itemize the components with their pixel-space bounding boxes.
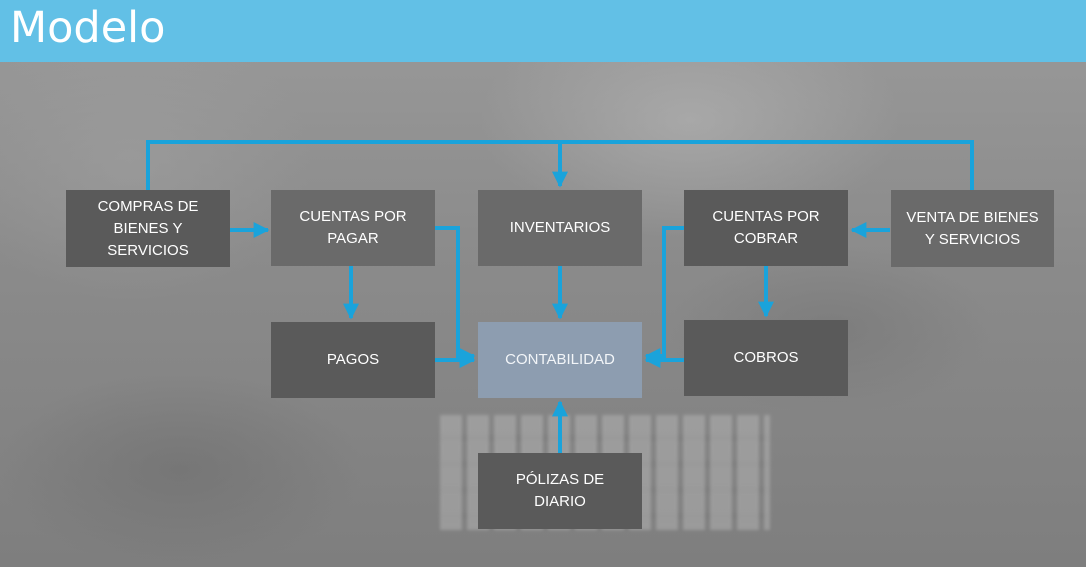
arrow-venta-to-inventarios <box>560 140 974 190</box>
node-cuentas-por-pagar: CUENTAS POR PAGAR <box>271 190 435 266</box>
title-bar: Modelo <box>0 0 1086 62</box>
node-compras: COMPRAS DE BIENES Y SERVICIOS <box>66 190 230 267</box>
node-cuentas-por-cobrar: CUENTAS POR COBRAR <box>684 190 848 266</box>
node-contabilidad: CONTABILIDAD <box>478 322 642 398</box>
node-polizas: PÓLIZAS DE DIARIO <box>478 453 642 529</box>
node-inventarios: INVENTARIOS <box>478 190 642 266</box>
arrow-cuentas-pagar-to-contabilidad <box>435 226 476 364</box>
node-pagos: PAGOS <box>271 322 435 398</box>
arrow-cuentas-cobrar-to-contabilidad <box>644 226 684 364</box>
node-venta: VENTA DE BIENES Y SERVICIOS <box>891 190 1054 267</box>
arrow-compras-to-inventarios <box>146 140 568 190</box>
page-title: Modelo <box>10 3 166 53</box>
node-cobros: COBROS <box>684 320 848 396</box>
